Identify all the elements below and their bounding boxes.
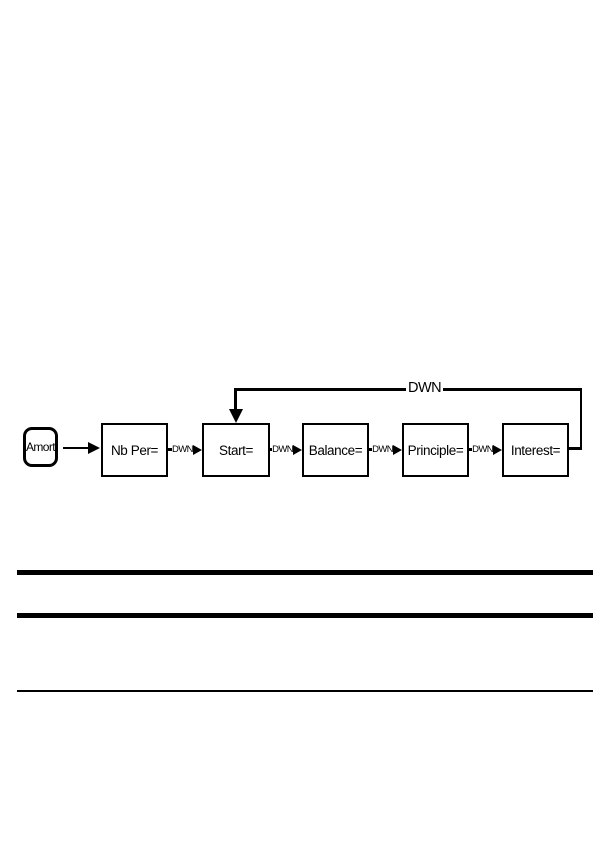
connector-line [168,448,172,451]
box-nb-per-label: Nb Per= [110,442,159,458]
loop-line-right-vertical [579,388,582,450]
key-arrowhead-right-icon [88,441,100,454]
box-balance-label: Balance= [308,442,363,458]
box-nb-per: Nb Per= [101,423,168,477]
connector-start-balance: DWN [270,441,302,458]
divider-rule-bottom [17,690,593,692]
loop-dwn-label: DWN [406,380,444,396]
amort-key-label: Amort [26,440,56,454]
key-arrow-line [63,446,90,449]
divider-rule-middle [17,613,593,618]
arrowhead-right-icon [293,444,302,455]
divider-rule-top [17,570,593,575]
box-start-label: Start= [219,442,253,458]
box-balance: Balance= [302,423,369,477]
arrowhead-right-icon [192,444,202,455]
loop-arrowhead-down-icon [228,409,243,423]
amort-key: Amort [23,427,58,467]
connector-principle-interest: DWN [469,441,502,458]
box-interest-label: Interest= [510,442,561,458]
loop-line-down-vertical [234,388,237,410]
connector-line [270,448,273,451]
box-interest: Interest= [502,423,569,477]
connector-dwn-label: DWN [372,443,393,455]
connector-line [469,448,473,451]
box-principle-label: Principle= [407,442,464,458]
connector-dwn-label: DWN [172,443,193,455]
connector-balance-principle: DWN [369,441,402,458]
box-start: Start= [202,423,270,477]
box-principle: Principle= [402,423,469,477]
arrowhead-right-icon [493,444,502,455]
connector-dwn-label: DWN [472,443,493,455]
connector-nbper-start: DWN [168,441,202,458]
connector-dwn-label: DWN [272,443,293,455]
arrowhead-right-icon [393,444,402,455]
loop-line-from-interest [569,447,582,450]
connector-line [369,448,373,451]
